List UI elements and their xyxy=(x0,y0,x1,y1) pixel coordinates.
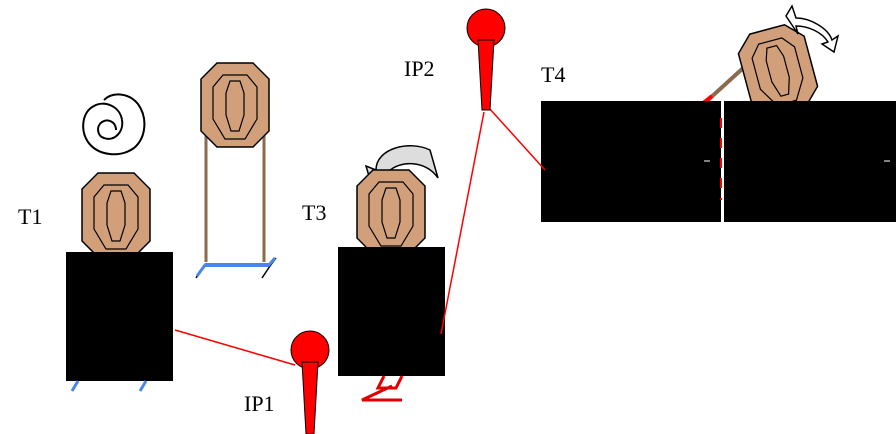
t1-wall xyxy=(66,252,173,381)
ip2-line-to-t4 xyxy=(488,107,546,171)
t1-group: T1 xyxy=(18,93,173,392)
t1-target xyxy=(81,172,151,258)
t4-label: T4 xyxy=(541,62,565,87)
ip1-paddle: IP1 xyxy=(244,330,330,434)
stand-target-group xyxy=(195,62,277,279)
ip1-label: IP1 xyxy=(244,391,275,416)
double-curved-arrow-icon xyxy=(785,4,840,54)
t4-wall-right xyxy=(724,101,896,222)
stand-target xyxy=(200,62,270,148)
t4-wall-left xyxy=(541,101,721,222)
ip2-label: IP2 xyxy=(404,56,435,81)
t4-group: T4 xyxy=(541,4,896,222)
t3-stand xyxy=(361,375,404,402)
ip1-line-to-t1 xyxy=(174,329,296,366)
t1-label: T1 xyxy=(18,204,42,229)
ip2-line-to-t3 xyxy=(440,111,485,335)
t1-leg-right xyxy=(138,380,148,392)
t3-group: T3 xyxy=(302,145,445,402)
t1-leg-left xyxy=(70,380,80,392)
t3-label: T3 xyxy=(302,200,326,225)
t3-wall xyxy=(338,247,445,376)
ip2-paddle: IP2 xyxy=(404,8,506,111)
t3-target xyxy=(356,169,426,255)
spiral-icon xyxy=(82,93,146,156)
